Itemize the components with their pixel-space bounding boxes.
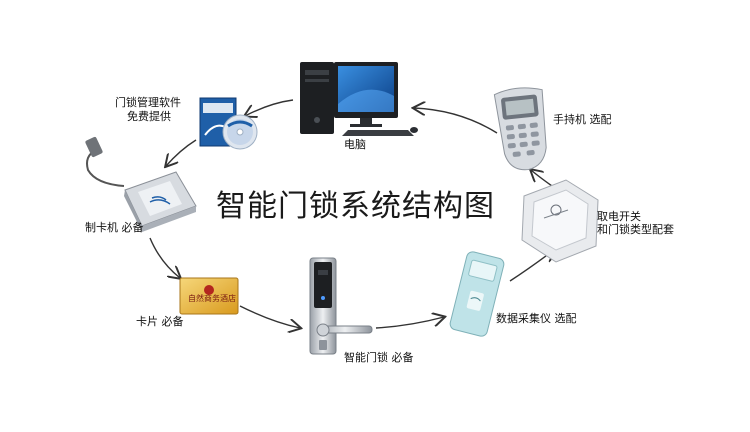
arrow-encoder-to-card bbox=[149, 237, 180, 278]
handheld-terminal-icon bbox=[493, 87, 547, 171]
arrow-handheld-to-computer bbox=[414, 108, 498, 134]
flow-arrows bbox=[149, 99, 554, 329]
card-encoder-icon bbox=[85, 136, 197, 232]
arrow-card-to-lock bbox=[239, 305, 300, 328]
label-handheld: 手持机 选配 bbox=[553, 113, 612, 126]
label-card: 卡片 必备 bbox=[136, 315, 184, 328]
arrow-computer-to-software bbox=[245, 99, 294, 116]
arrow-switch-to-handheld bbox=[531, 170, 553, 187]
software-cd-icon bbox=[199, 97, 258, 150]
power-switch-icon bbox=[521, 179, 599, 263]
label-lock: 智能门锁 必备 bbox=[344, 351, 414, 364]
arrow-lock-to-collector bbox=[375, 317, 444, 329]
label-computer: 电脑 bbox=[344, 138, 366, 151]
card-print-text: 自然商务酒店 bbox=[188, 294, 236, 303]
desktop-computer-icon bbox=[300, 62, 418, 136]
data-collector-icon bbox=[449, 251, 505, 337]
arrow-software-to-encoder bbox=[166, 139, 197, 166]
label-software-line2: 免费提供 bbox=[127, 110, 171, 123]
label-collector: 数据采集仪 选配 bbox=[496, 312, 577, 325]
label-encoder: 制卡机 必备 bbox=[85, 221, 144, 234]
door-lock-icon bbox=[309, 257, 373, 355]
diagram-title: 智能门锁系统结构图 bbox=[216, 189, 495, 224]
key-card-icon bbox=[179, 277, 239, 315]
label-switch-line1: 取电开关 bbox=[597, 210, 641, 223]
label-switch-line2: 和门锁类型配套 bbox=[597, 223, 674, 236]
label-software-line1: 门锁管理软件 bbox=[115, 96, 181, 109]
